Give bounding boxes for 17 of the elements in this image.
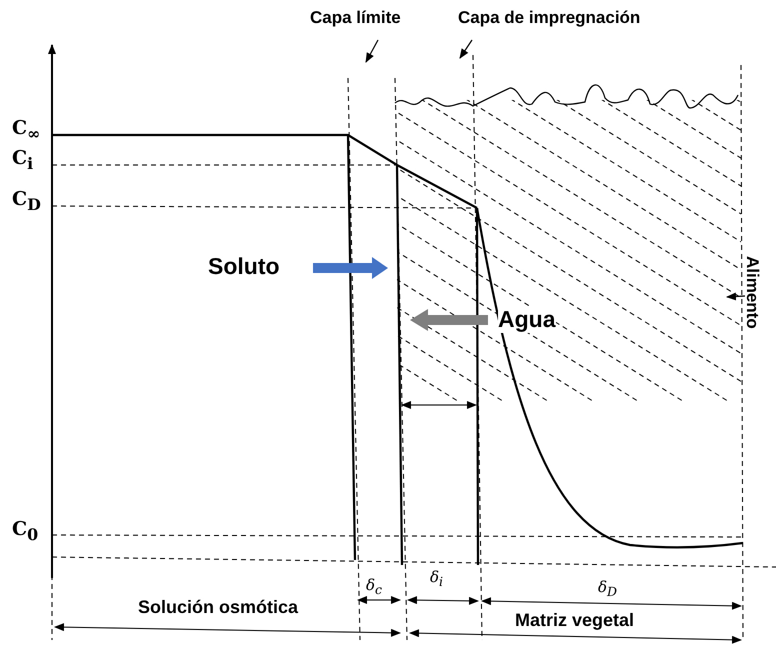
- axis-tick-label: C$_{∞}$: [12, 117, 40, 143]
- axis-tick-label: C$_{i}$: [12, 147, 34, 173]
- leader-line: [365, 40, 379, 63]
- layer-label: Capa de impregnación: [458, 8, 640, 28]
- dimension-label: δ$_{i}$: [430, 568, 444, 589]
- leader-line: [726, 292, 746, 300]
- dimension-label: δ$_{c}$: [366, 576, 382, 597]
- region-label: Solución osmótica: [138, 597, 298, 618]
- layer-label: Capa límite: [310, 8, 401, 28]
- dimension-label: δ$_{D}$: [598, 578, 618, 599]
- axis-tick-label: C$_{D}$: [12, 188, 41, 214]
- flow-label: Agua: [498, 306, 556, 333]
- layer-label: Alimento: [742, 256, 762, 360]
- flow-label: Soluto: [208, 253, 280, 280]
- leader-line: [459, 40, 472, 59]
- axis-tick-label: C$_{0}$: [12, 518, 38, 544]
- region-label: Matriz vegetal: [515, 610, 634, 631]
